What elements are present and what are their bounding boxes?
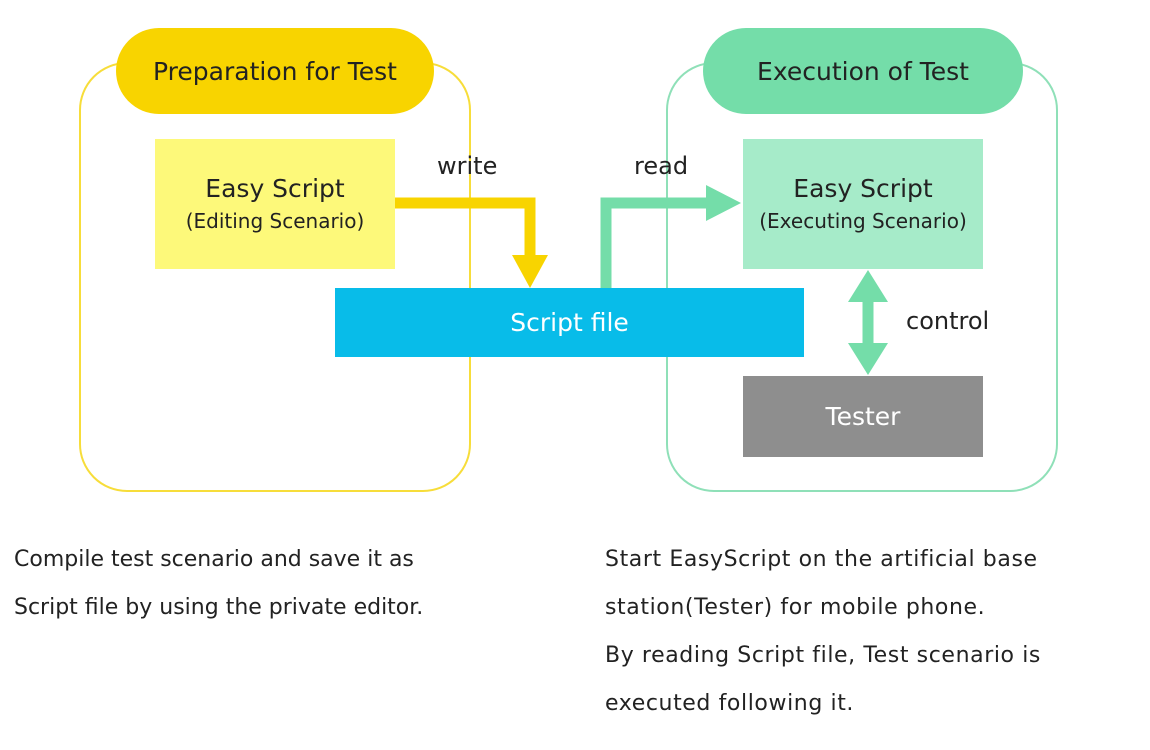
easy-script-executing-box: Easy Script (Executing Scenario) <box>743 139 983 269</box>
write-label: write <box>437 152 498 180</box>
execution-description-line: station(Tester) for mobile phone. <box>605 595 986 620</box>
execution-title: Execution of Test <box>703 28 1023 114</box>
executing-box-title: Easy Script <box>793 174 933 203</box>
preparation-panel <box>79 62 471 492</box>
execution-description-line: executed following it. <box>605 691 855 716</box>
execution-description: Start EasyScript on the artificial base … <box>605 536 1145 728</box>
editing-box-title: Easy Script <box>205 174 345 203</box>
preparation-description-line: Script file by using the private editor. <box>14 595 424 620</box>
read-label: read <box>634 152 689 180</box>
execution-description-line: By reading Script file, Test scenario is <box>605 643 1041 668</box>
preparation-description-line: Compile test scenario and save it as <box>14 547 414 572</box>
script-file-bar: Script file <box>335 288 804 357</box>
executing-box-subtitle: (Executing Scenario) <box>759 209 967 233</box>
preparation-description: Compile test scenario and save it as Scr… <box>14 536 534 632</box>
control-label: control <box>906 307 990 335</box>
tester-box: Tester <box>743 376 983 457</box>
execution-description-line: Start EasyScript on the artificial base <box>605 547 1038 572</box>
preparation-title: Preparation for Test <box>116 28 434 114</box>
editing-box-subtitle: (Editing Scenario) <box>185 209 365 233</box>
easy-script-editing-box: Easy Script (Editing Scenario) <box>155 139 395 269</box>
